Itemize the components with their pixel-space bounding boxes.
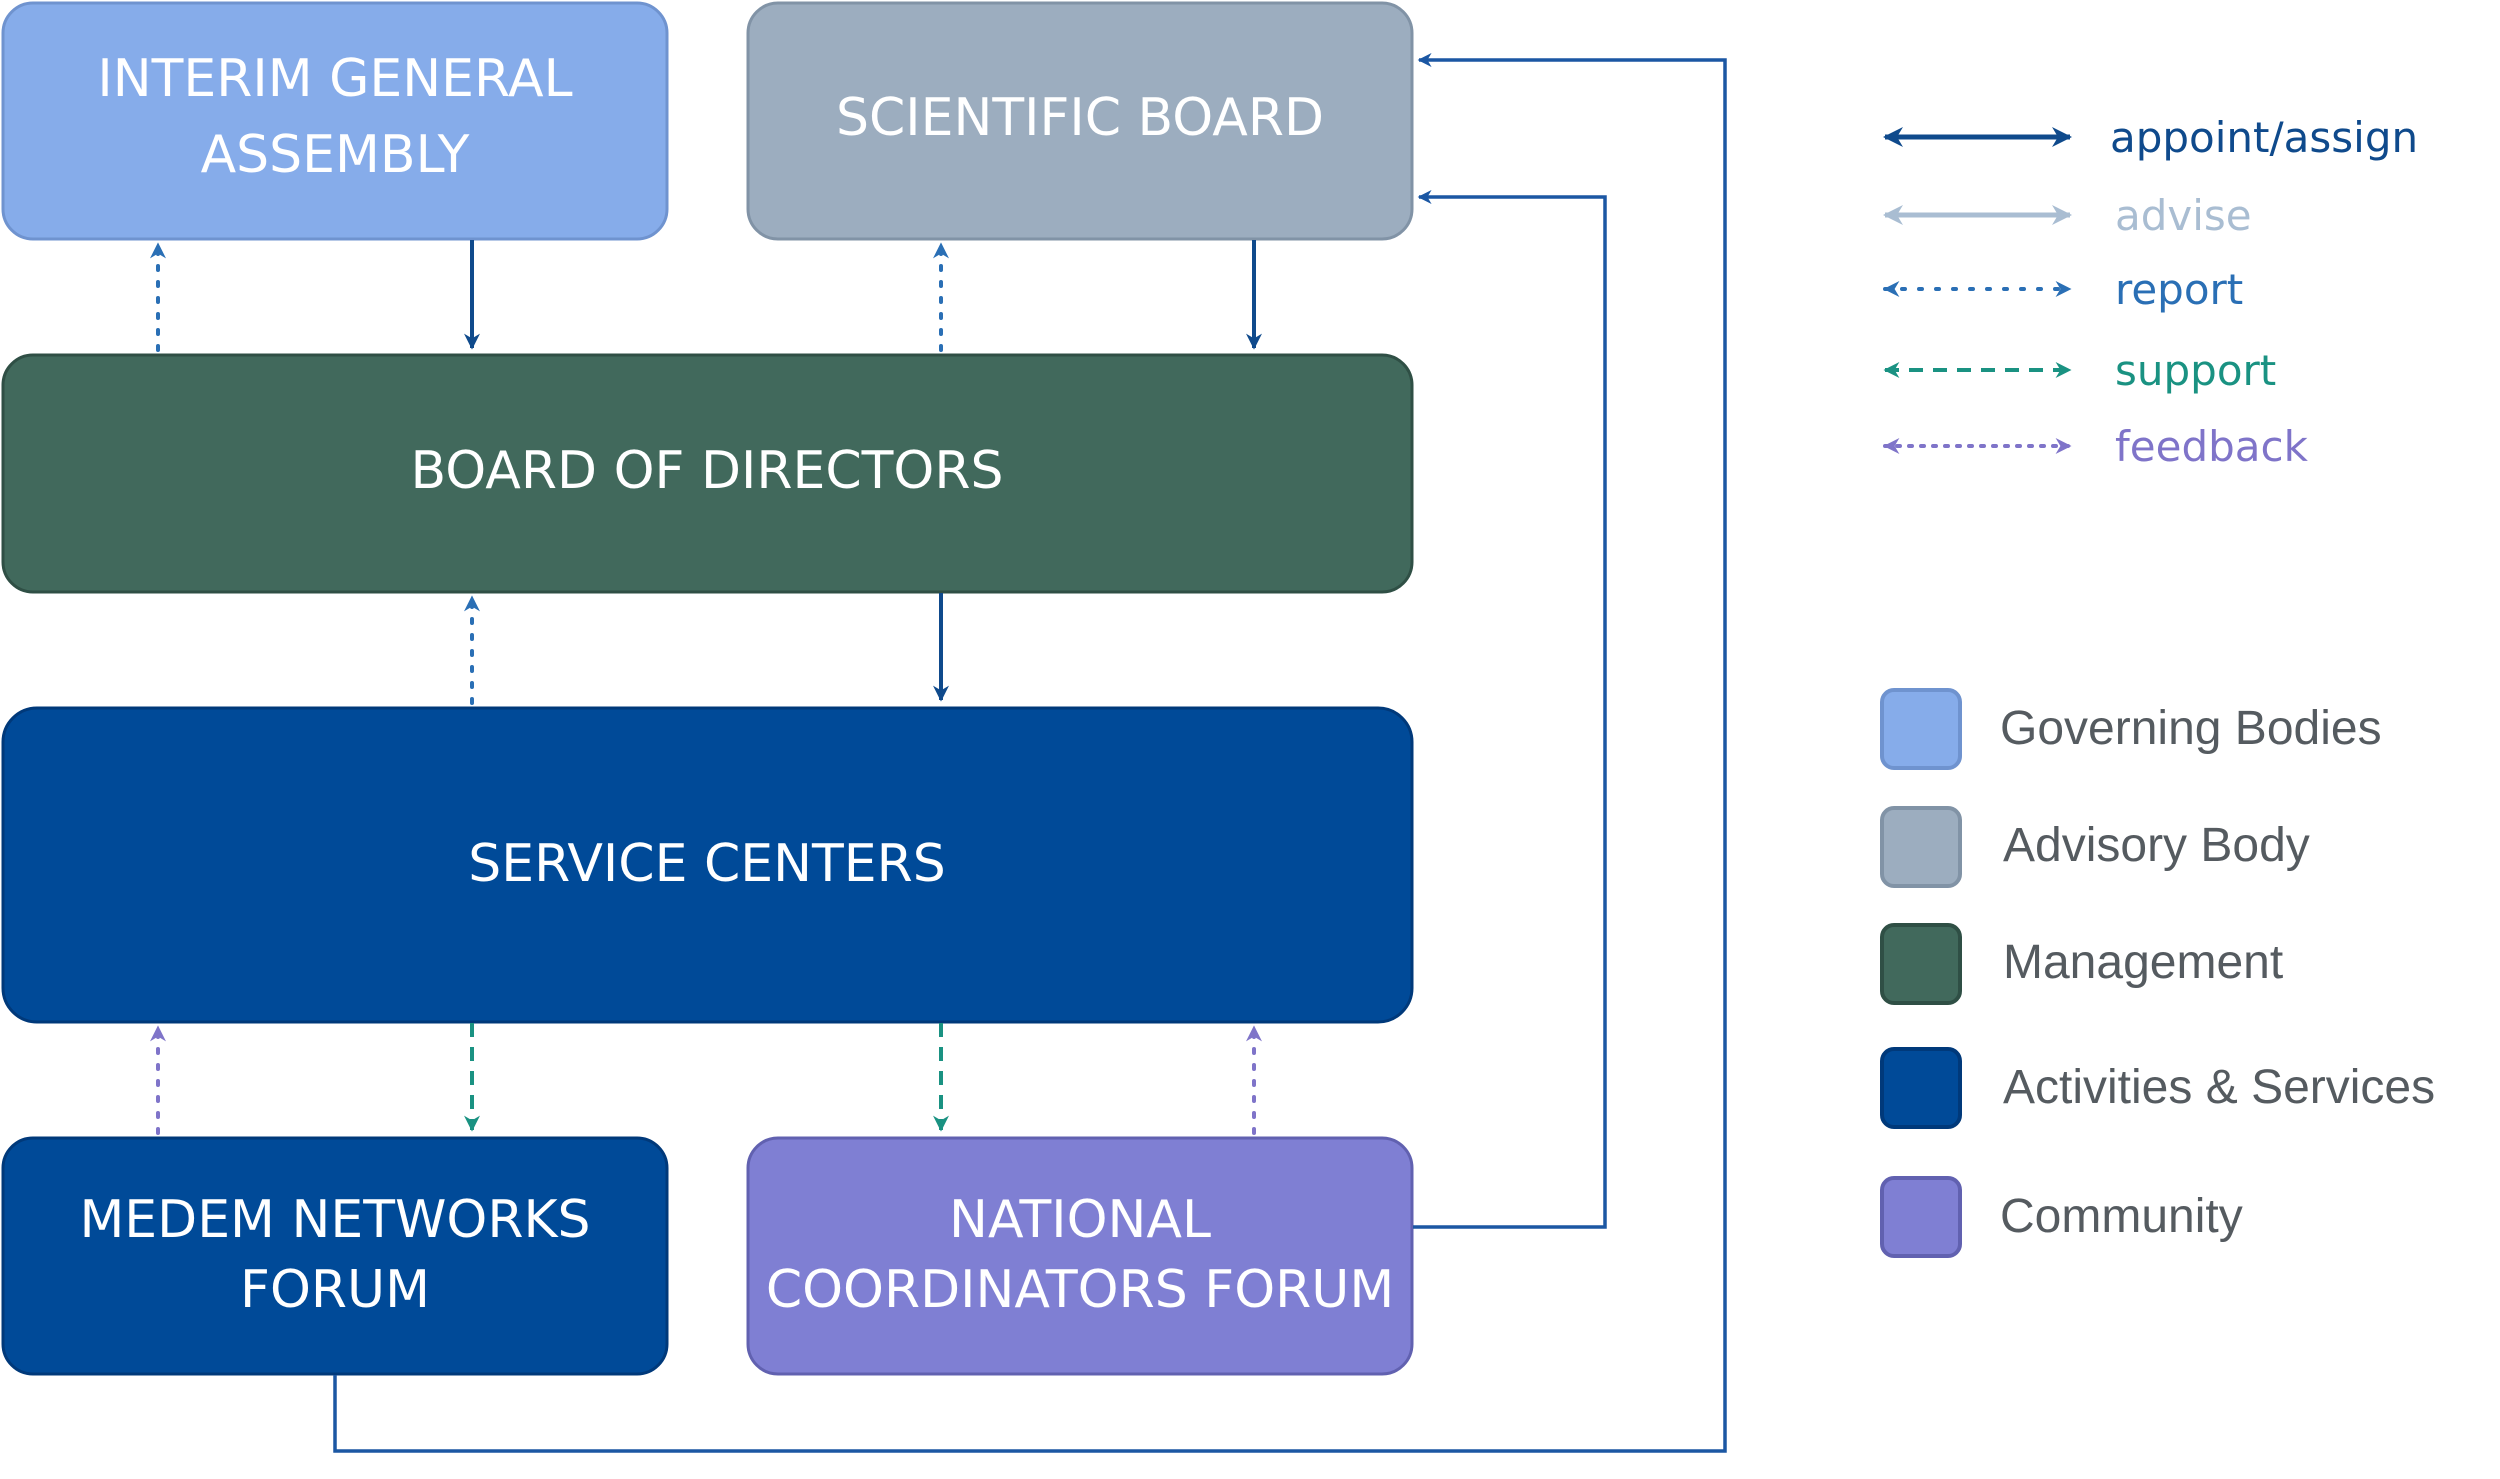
connector-medem-to-scientific bbox=[333, 53, 1727, 1453]
legend-management-swatch bbox=[1880, 923, 1962, 1005]
legend-community-swatch bbox=[1880, 1176, 1962, 1258]
medem-networks-forum-box: MEDEM NETWORKS FORUM bbox=[1, 1136, 669, 1376]
legend-advisory-body: Advisory Body bbox=[1880, 806, 2310, 888]
legend-support: support bbox=[1883, 346, 2276, 395]
service-centers-label: SERVICE CENTERS bbox=[468, 834, 946, 894]
legend-feedback-label: feedback bbox=[2115, 422, 2309, 471]
national-coordinators-forum-label-line2: COORDINATORS FORUM bbox=[766, 1260, 1394, 1320]
connector-coordinators-to-scientific bbox=[1413, 190, 1607, 1229]
legend-activities-services: Activities & Services bbox=[1880, 1047, 2435, 1129]
national-coordinators-forum-box: NATIONAL COORDINATORS FORUM bbox=[746, 1136, 1414, 1376]
legend-management: Management bbox=[1880, 923, 2283, 1005]
interim-general-assembly-label-line2: ASSEMBLY bbox=[201, 125, 470, 185]
legend-governing-bodies: Governing Bodies bbox=[1880, 688, 2382, 770]
legend-appoint-assign: appoint/assign bbox=[1883, 113, 2418, 162]
legend-appoint-label: appoint/assign bbox=[2110, 113, 2418, 162]
national-coordinators-forum-label-line1: NATIONAL bbox=[949, 1190, 1211, 1250]
scientific-board-label: SCIENTIFIC BOARD bbox=[836, 88, 1324, 148]
legend-advise-label: advise bbox=[2115, 191, 2252, 240]
relation-legend: appoint/assign advise report support fee… bbox=[1883, 113, 2418, 471]
legend-advise: advise bbox=[1883, 191, 2252, 240]
board-of-directors-box: BOARD OF DIRECTORS bbox=[1, 353, 1414, 594]
legend-governing-swatch bbox=[1880, 688, 1962, 770]
service-centers-box: SERVICE CENTERS bbox=[1, 706, 1414, 1024]
scientific-board-box: SCIENTIFIC BOARD bbox=[746, 1, 1414, 241]
legend-community-label: Community bbox=[2000, 1190, 2243, 1243]
interim-general-assembly-box: INTERIM GENERAL ASSEMBLY bbox=[1, 1, 669, 241]
medem-networks-forum-label-line1: MEDEM NETWORKS bbox=[79, 1190, 590, 1250]
legend-report: report bbox=[1883, 265, 2243, 314]
interim-general-assembly-label-line1: INTERIM GENERAL bbox=[97, 49, 572, 109]
legend-report-label: report bbox=[2115, 265, 2243, 314]
legend-support-label: support bbox=[2115, 346, 2276, 395]
legend-advisory-swatch bbox=[1880, 806, 1962, 888]
legend-advisory-label: Advisory Body bbox=[2003, 819, 2310, 872]
legend-management-label: Management bbox=[2003, 936, 2283, 989]
medem-networks-forum-label-line2: FORUM bbox=[240, 1260, 430, 1320]
legend-feedback: feedback bbox=[1883, 422, 2309, 471]
legend-governing-label: Governing Bodies bbox=[2000, 702, 2382, 755]
legend-community: Community bbox=[1880, 1176, 2243, 1258]
category-legend: Governing Bodies Advisory Body Managemen… bbox=[1880, 688, 2435, 1258]
legend-activities-swatch bbox=[1880, 1047, 1962, 1129]
legend-activities-label: Activities & Services bbox=[2003, 1061, 2435, 1114]
board-of-directors-label: BOARD OF DIRECTORS bbox=[411, 441, 1004, 501]
